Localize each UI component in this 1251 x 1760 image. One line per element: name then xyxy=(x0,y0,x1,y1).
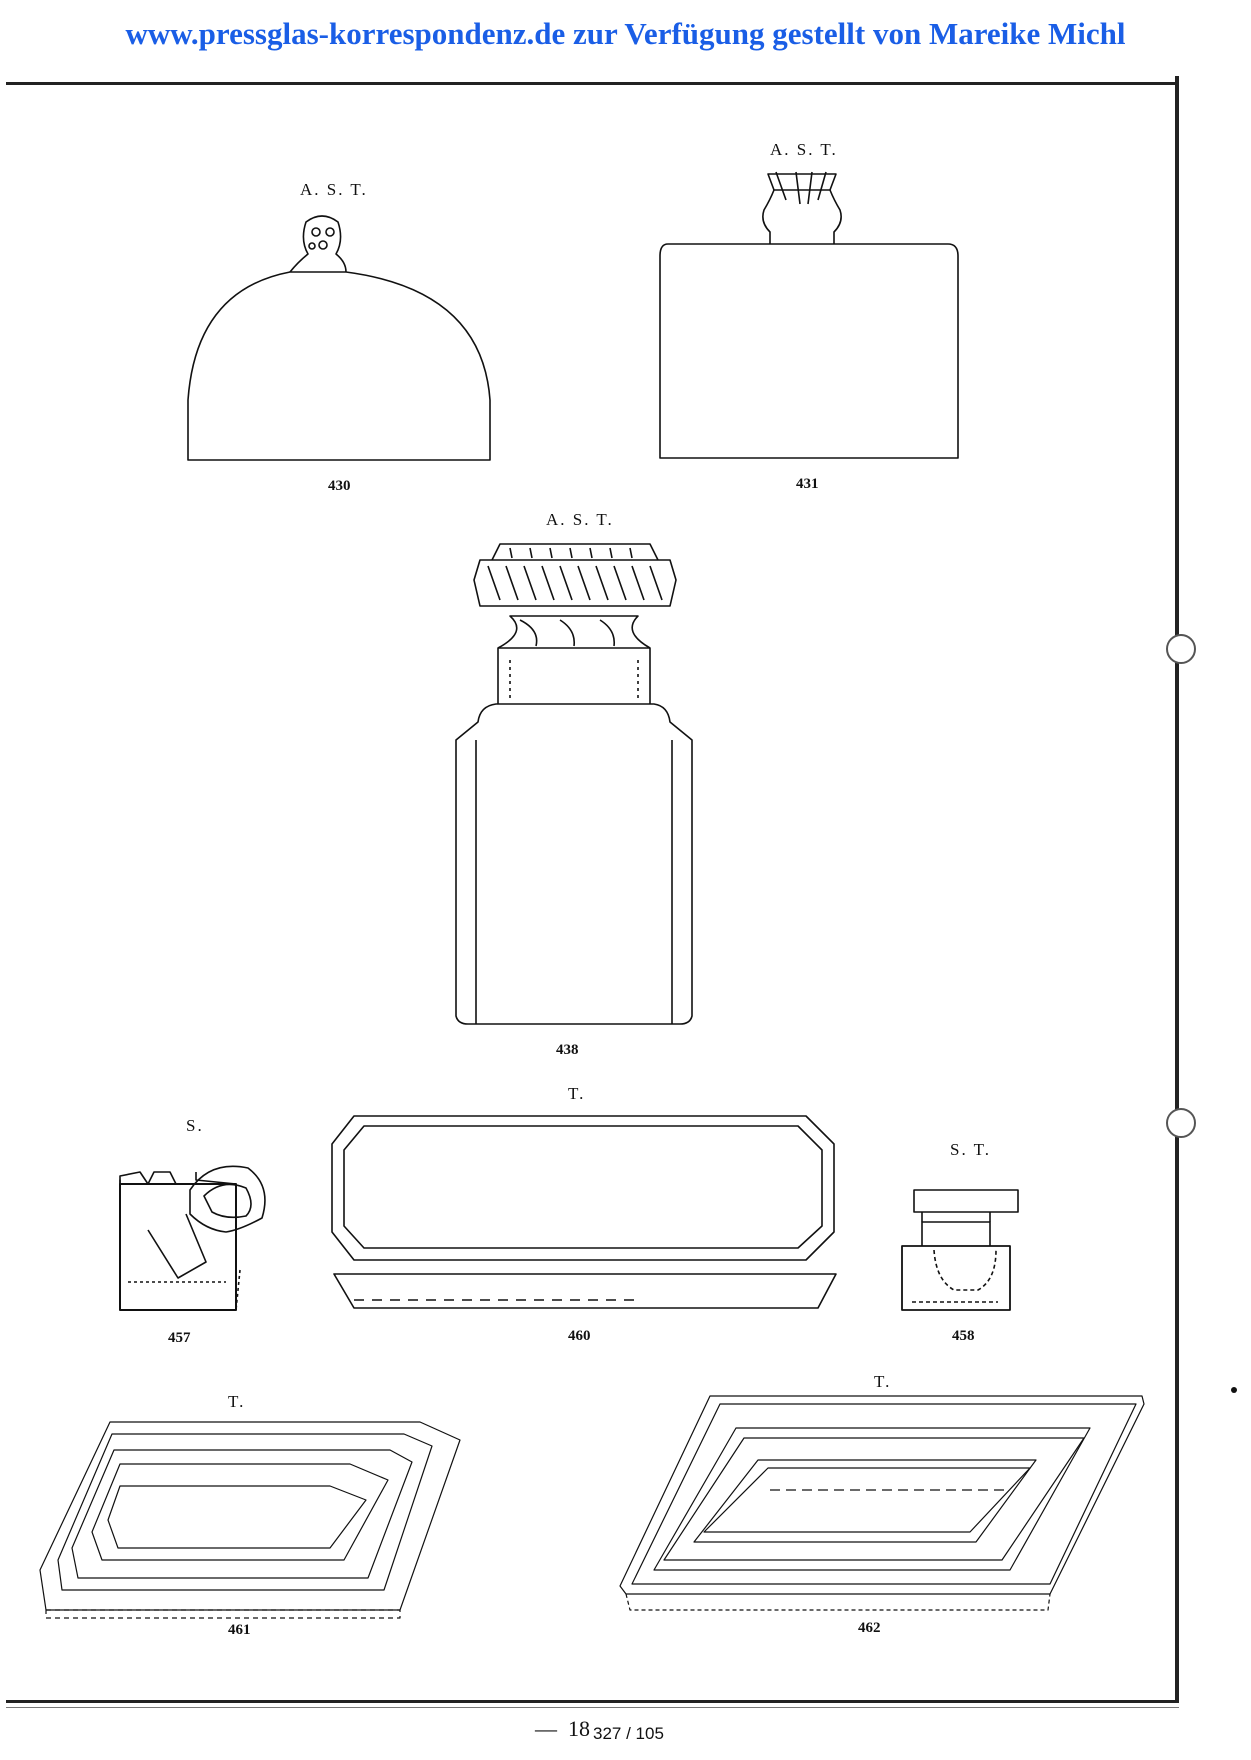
number-460: 460 xyxy=(568,1328,591,1344)
punch-hole-bottom xyxy=(1166,1108,1196,1138)
header-link-text: www.pressglas-korrespondenz.de zur Verfü… xyxy=(125,16,1126,51)
footer-dash: — xyxy=(535,1716,557,1741)
footer-page-count: 327 / 105 xyxy=(593,1724,664,1743)
drawing-458-inkwell-square xyxy=(901,1189,1019,1311)
drawing-461-nested-trays xyxy=(39,1421,461,1619)
marking-458: S. T. xyxy=(950,1140,992,1159)
drawing-460-pen-tray xyxy=(331,1115,837,1309)
frame-top-rule xyxy=(6,82,1179,85)
marking-462: T. xyxy=(874,1372,892,1391)
ink-speck xyxy=(1231,1387,1237,1393)
marking-431: A. S. T. xyxy=(770,140,838,159)
frame-bottom-rule xyxy=(6,1700,1179,1703)
marking-461: T. xyxy=(228,1392,246,1411)
marking-430: A. S. T. xyxy=(300,180,368,199)
drawing-457-inkwell xyxy=(119,1165,266,1311)
number-431: 431 xyxy=(796,476,819,492)
punch-hole-top xyxy=(1166,634,1196,664)
marking-457: S. xyxy=(186,1116,204,1135)
drawing-462-nested-trays xyxy=(619,1395,1145,1611)
marking-438: A. S. T. xyxy=(546,510,614,529)
number-462: 462 xyxy=(858,1620,881,1636)
number-458: 458 xyxy=(952,1328,975,1344)
number-461: 461 xyxy=(228,1622,251,1638)
number-457: 457 xyxy=(168,1330,191,1346)
frame-bottom-rule-thin xyxy=(6,1707,1179,1708)
drawing-431-jar xyxy=(659,171,959,459)
number-438: 438 xyxy=(556,1042,579,1058)
drawing-430-bell xyxy=(187,215,491,461)
marking-460: T. xyxy=(568,1084,586,1103)
number-430: 430 xyxy=(328,478,351,494)
drawing-438-tall-jar xyxy=(455,543,693,1025)
footer-page-number: 18 xyxy=(568,1716,590,1741)
frame-right-rule xyxy=(1175,76,1179,1700)
